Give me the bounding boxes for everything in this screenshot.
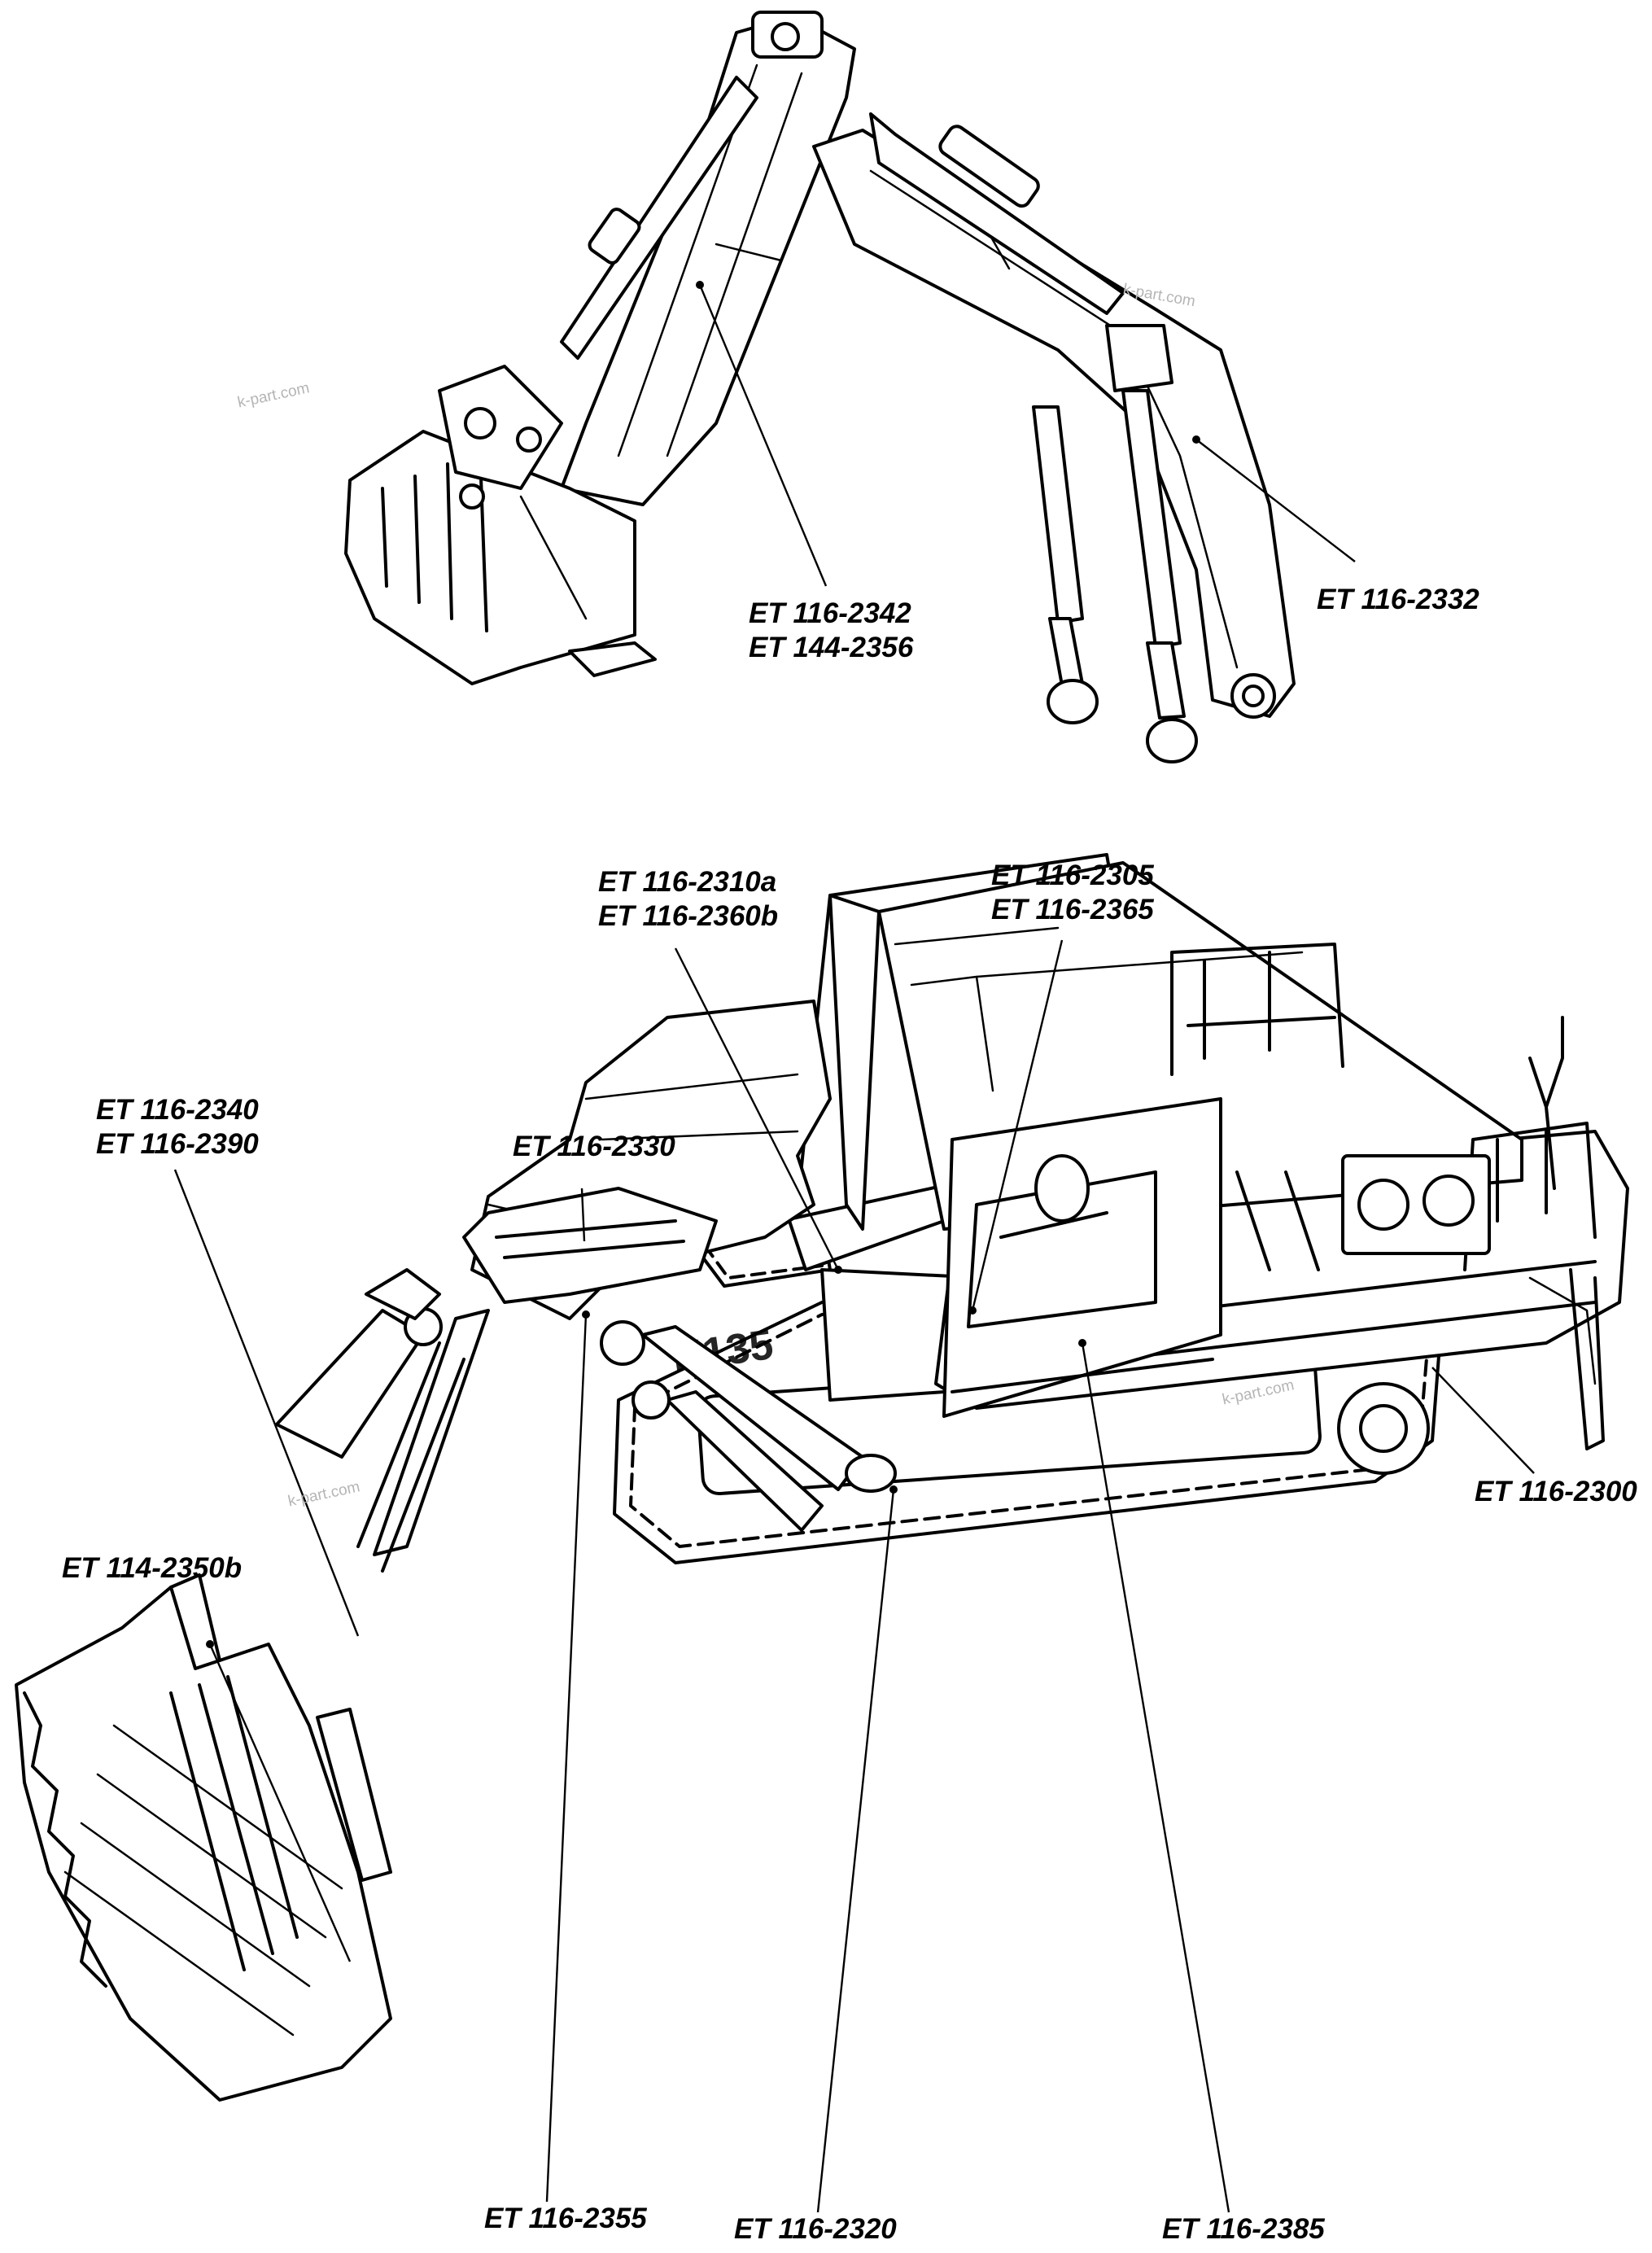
leader-cab-access-b xyxy=(971,939,1064,1311)
callout-undercarriage-line-1: ET 116-2320 xyxy=(734,2213,897,2245)
leader-cab xyxy=(1081,1342,1230,2213)
leader-backhoe-stick xyxy=(698,284,828,587)
callout-shovel-stick: ET 116-2340 ET 116-2390 xyxy=(96,1093,259,1161)
leader-shovel-boom xyxy=(580,1188,586,1242)
leader-cab-access-a xyxy=(674,947,840,1271)
callout-shovel-stick-line-2: ET 116-2390 xyxy=(96,1128,259,1160)
callout-shovel-boom: ET 116-2330 xyxy=(513,1130,675,1164)
callout-boom-cylinder-line-1: ET 116-2355 xyxy=(484,2203,647,2234)
callout-backhoe-boom-line-1: ET 116-2332 xyxy=(1317,584,1479,615)
leader-shovel-stick xyxy=(173,1169,360,1637)
leader-shovel-bucket xyxy=(208,1643,352,1962)
callout-boom-cylinder: ET 116-2355 xyxy=(484,2202,647,2236)
callout-shovel-stick-line-1: ET 116-2340 xyxy=(96,1094,259,1126)
callout-shovel-boom-line-1: ET 116-2330 xyxy=(513,1131,675,1162)
callout-superstructure: ET 116-2300 xyxy=(1475,1475,1637,1509)
face-shovel-illustration: H135 xyxy=(15,853,1629,2102)
callout-cab-access-a: ET 116-2310a ET 116-2360b xyxy=(598,865,778,934)
callout-cab: ET 116-2385 xyxy=(1162,2212,1325,2246)
callout-cab-access-b-line-1: ET 116-2305 xyxy=(991,860,1154,891)
callout-backhoe-stick-line-1: ET 116-2342 xyxy=(749,597,911,629)
callout-undercarriage: ET 116-2320 xyxy=(734,2212,897,2246)
callout-cab-access-a-line-2: ET 116-2360b xyxy=(598,900,779,932)
callout-cab-access-b-line-2: ET 116-2365 xyxy=(991,894,1154,925)
callout-backhoe-stick: ET 116-2342 ET 144-2356 xyxy=(749,597,913,665)
leader-lines xyxy=(173,281,1535,2213)
callout-backhoe-boom: ET 116-2332 xyxy=(1317,583,1479,617)
callout-cab-access-b: ET 116-2305 ET 116-2365 xyxy=(991,859,1154,927)
callout-cab-access-a-line-1: ET 116-2310a xyxy=(598,866,777,898)
leader-boom-cylinder xyxy=(545,1314,588,2203)
callout-shovel-bucket-line-1: ET 114-2350b xyxy=(62,1552,243,1584)
leader-superstructure xyxy=(1431,1367,1535,1474)
leader-backhoe-boom xyxy=(1195,439,1356,562)
callout-superstructure-line-1: ET 116-2300 xyxy=(1475,1476,1637,1507)
callout-cab-line-1: ET 116-2385 xyxy=(1162,2213,1325,2245)
callout-backhoe-stick-line-2: ET 144-2356 xyxy=(749,632,914,663)
backhoe-attachment-illustration xyxy=(344,11,1296,763)
leader-undercarriage xyxy=(816,1489,895,2213)
callout-shovel-bucket: ET 114-2350b xyxy=(62,1551,242,1586)
